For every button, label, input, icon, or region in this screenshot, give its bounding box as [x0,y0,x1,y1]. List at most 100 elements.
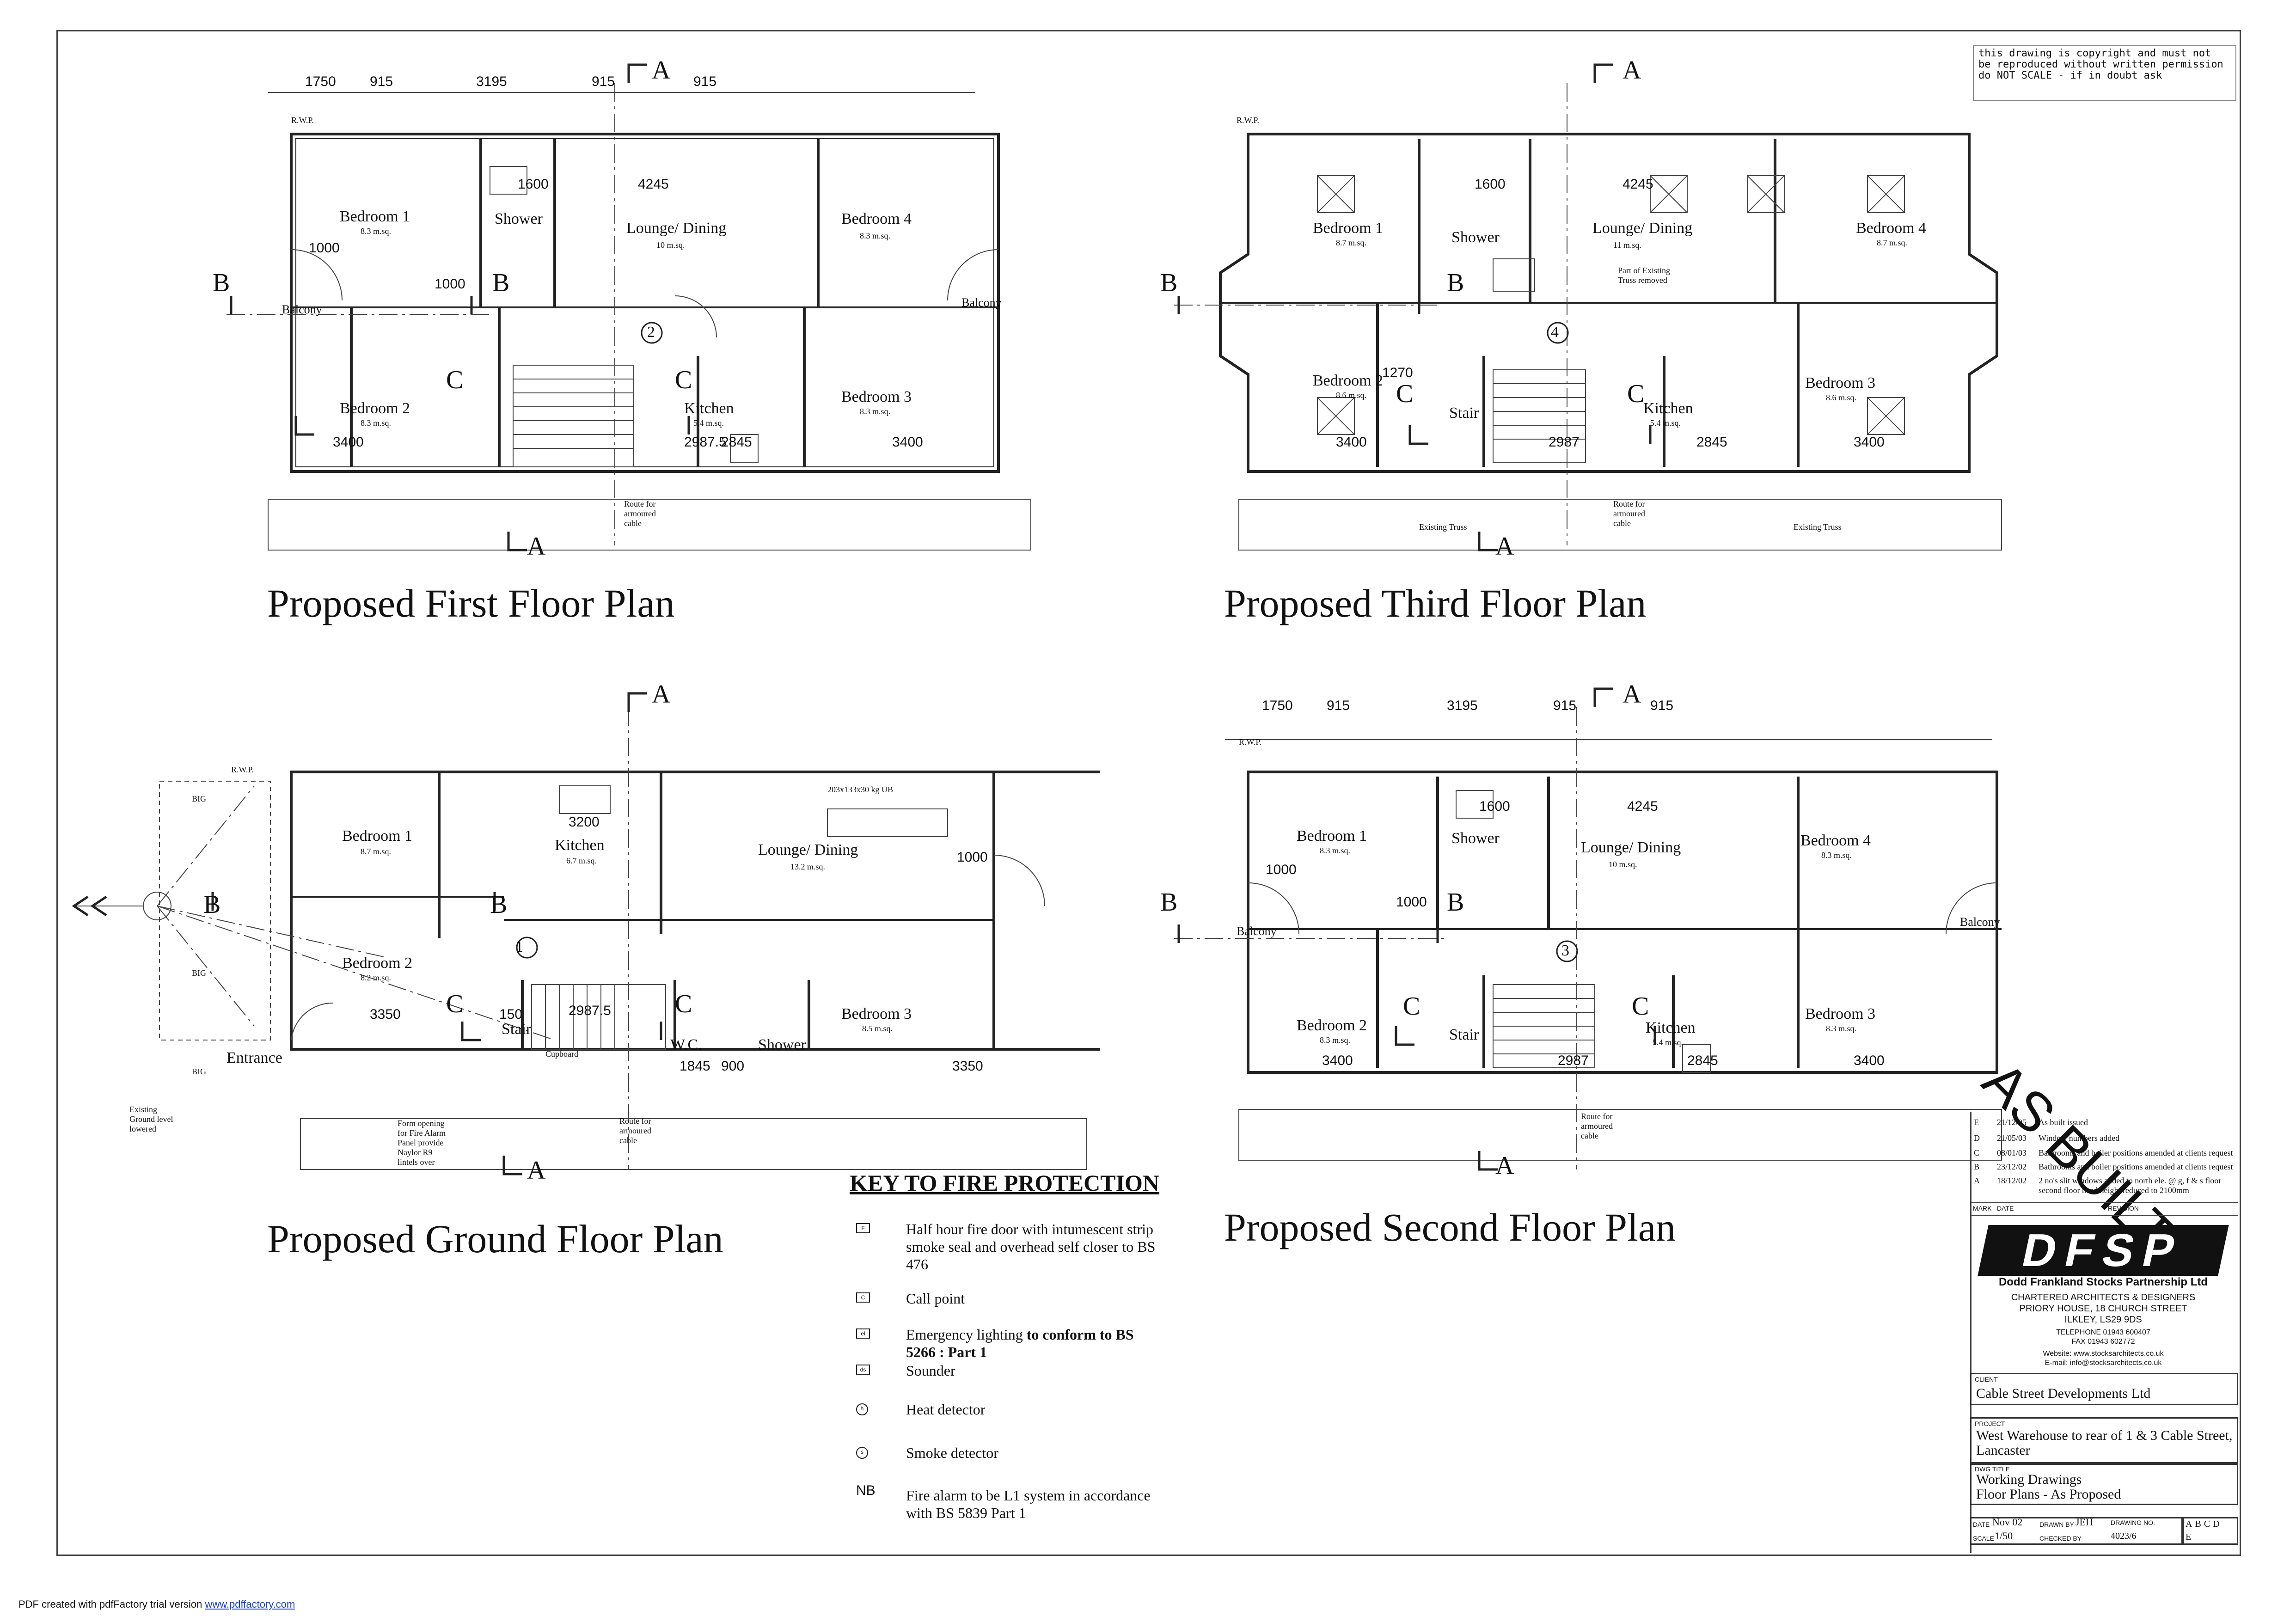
dim-label: 3400 [1854,1053,1885,1068]
room-label: Bedroom 2 [1313,372,1384,389]
dim-label: 1000 [957,850,988,865]
copyright-line: this drawing is copyright and must not [1978,48,2211,59]
drawing-title-line: Floor Plans - As Proposed [1976,1487,2121,1502]
dim-label: 900 [721,1059,745,1074]
section-b-label: B [490,890,508,919]
section-b-label: B [203,890,221,919]
note-label: Route for armoured cable [624,499,656,528]
key-item-text: Half hour fire door with intumescent str… [906,1221,1156,1273]
room-area: 13.2 m.sq. [790,862,826,871]
section-a-label: A [527,1156,546,1185]
dim-label: 2845 [1696,435,1727,450]
key-item-text: Call point [906,1290,965,1307]
flat-number: 3 [1561,942,1569,959]
dim-label: 2987.5 [569,1003,611,1018]
key-item-text: Smoke detector [906,1444,998,1461]
room-label: Kitchen [684,400,734,417]
flat-number: 1 [515,938,523,955]
dim-label: 1600 [1479,799,1510,814]
date-value: Nov 02 [1992,1516,2023,1528]
dim-label: 1600 [1475,177,1506,192]
scale-label: SCALE [1973,1535,1994,1542]
room-label: Bedroom 1 [342,827,413,845]
dim-label: 2845 [721,435,752,450]
dim-label: 4245 [1627,799,1658,814]
project-box [1970,1417,2238,1463]
room-area: 8.7 m.sq. [1336,238,1367,247]
dim-label: 3350 [370,1007,401,1022]
room-area: 8.3 m.sq. [1826,1024,1857,1033]
room-label: Bedroom 4 [1800,832,1871,849]
rev-date: 23/12/02 [1997,1162,2027,1171]
room-area: 8.3 m.sq. [1320,846,1351,855]
third-floor-drawing [1174,63,2002,551]
room-label: Kitchen [1643,400,1693,417]
key-item-text: Emergency lighting to conform to BS 5266… [906,1326,1165,1361]
title-box [1970,1463,2238,1505]
room-label: Stair [1449,404,1479,422]
section-b-label: B [1447,888,1464,917]
room-area: 8.5 m.sq. [862,1024,893,1033]
rev-header-revision: REVISION [2108,1205,2139,1212]
ground-floor-drawing [72,692,1100,1175]
room-area: 5.4 m.sq. [1650,418,1681,428]
rev-letter-c: C [2204,1519,2213,1529]
room-label: Bedroom 3 [1805,1005,1876,1022]
section-a-label: A [1495,532,1514,561]
room-label: Bedroom 4 [1856,220,1927,237]
plan-title: Proposed Ground Floor Plan [267,1217,723,1261]
dim-label: 3195 [476,74,507,89]
big-label: BIG [192,794,206,803]
drawing-no-value: 4023/6 [2111,1531,2137,1541]
rev-letter: D [1974,1133,1980,1143]
room-area: 8.3 m.sq. [860,231,891,240]
dim-label: 3400 [1854,435,1885,450]
client-name: Cable Street Developments Ltd [1976,1386,2151,1401]
section-b-label: B [1160,269,1178,297]
section-c-label: C [446,366,464,394]
room-area: 8.3 m.sq. [1821,851,1852,860]
dim-label: 2845 [1687,1053,1718,1068]
rev-date: 08/01/03 [1997,1148,2027,1157]
footer-text: PDF created with pdfFactory trial versio… [18,1598,205,1610]
room-label: Bedroom 4 [841,210,912,227]
emergency-light-icon: el [856,1328,870,1339]
drawn-label: DRAWN BY [2039,1521,2074,1528]
note-label: Existing Ground level lowered [129,1105,173,1133]
key-item-text: Heat detector [906,1401,986,1418]
call-point-icon: C [856,1292,870,1303]
section-a-label: A [527,532,546,561]
room-area: 5.4 m.sq. [693,418,724,428]
note-label: Form opening for Fire Alarm Panel provid… [398,1119,446,1167]
rev-letter-b: B [2195,1519,2204,1529]
firm-name: Dodd Frankland Stocks Partnership Ltd [1998,1276,2208,1288]
drawn-value: JEH [2076,1516,2093,1528]
footer-link[interactable]: www.pdffactory.com [205,1598,295,1610]
plan-title: Proposed First Floor Plan [267,581,675,625]
rwp-label: R.W.P. [291,116,314,125]
dim-label: 3350 [952,1059,983,1074]
room-label: Kitchen [1646,1019,1696,1036]
drawing-title-line: Working Drawings [1976,1472,2082,1487]
project-name: West Warehouse to rear of 1 & 3 Cable St… [1976,1428,2233,1458]
rev-note: 2 no's slit windows added to north ele. … [2039,1176,2222,1195]
dim-label: 1270 [1382,365,1413,380]
ground-floor-plan: 3200 3350 3350 2987.5 1000 900 150 1845 … [60,679,1100,1188]
note-label: Part of Existing Truss removed [1618,266,1670,285]
rev-letter-a: A [2186,1519,2195,1529]
room-label: Lounge/ Dining [1581,839,1681,856]
section-c-label: C [675,990,692,1018]
firm-fax: FAX 01943 602772 [2071,1338,2135,1346]
big-label: BIG [192,1067,206,1076]
room-label: Bedroom 2 [340,400,410,417]
rev-date: 21/05/03 [1997,1133,2027,1143]
firm-line: CHARTERED ARCHITECTS & DESIGNERS [2011,1292,2196,1303]
room-label: Stair [1449,1026,1479,1043]
dim-label: 3400 [1322,1053,1353,1068]
note-label: Cupboard [545,1049,578,1059]
first-floor-plan: 1750 915 3195 915 915 4245 3400 3400 160… [213,55,1091,564]
rev-note: As built issued [2039,1118,2088,1127]
rev-letter-cell: ABCD [2186,1519,2223,1530]
